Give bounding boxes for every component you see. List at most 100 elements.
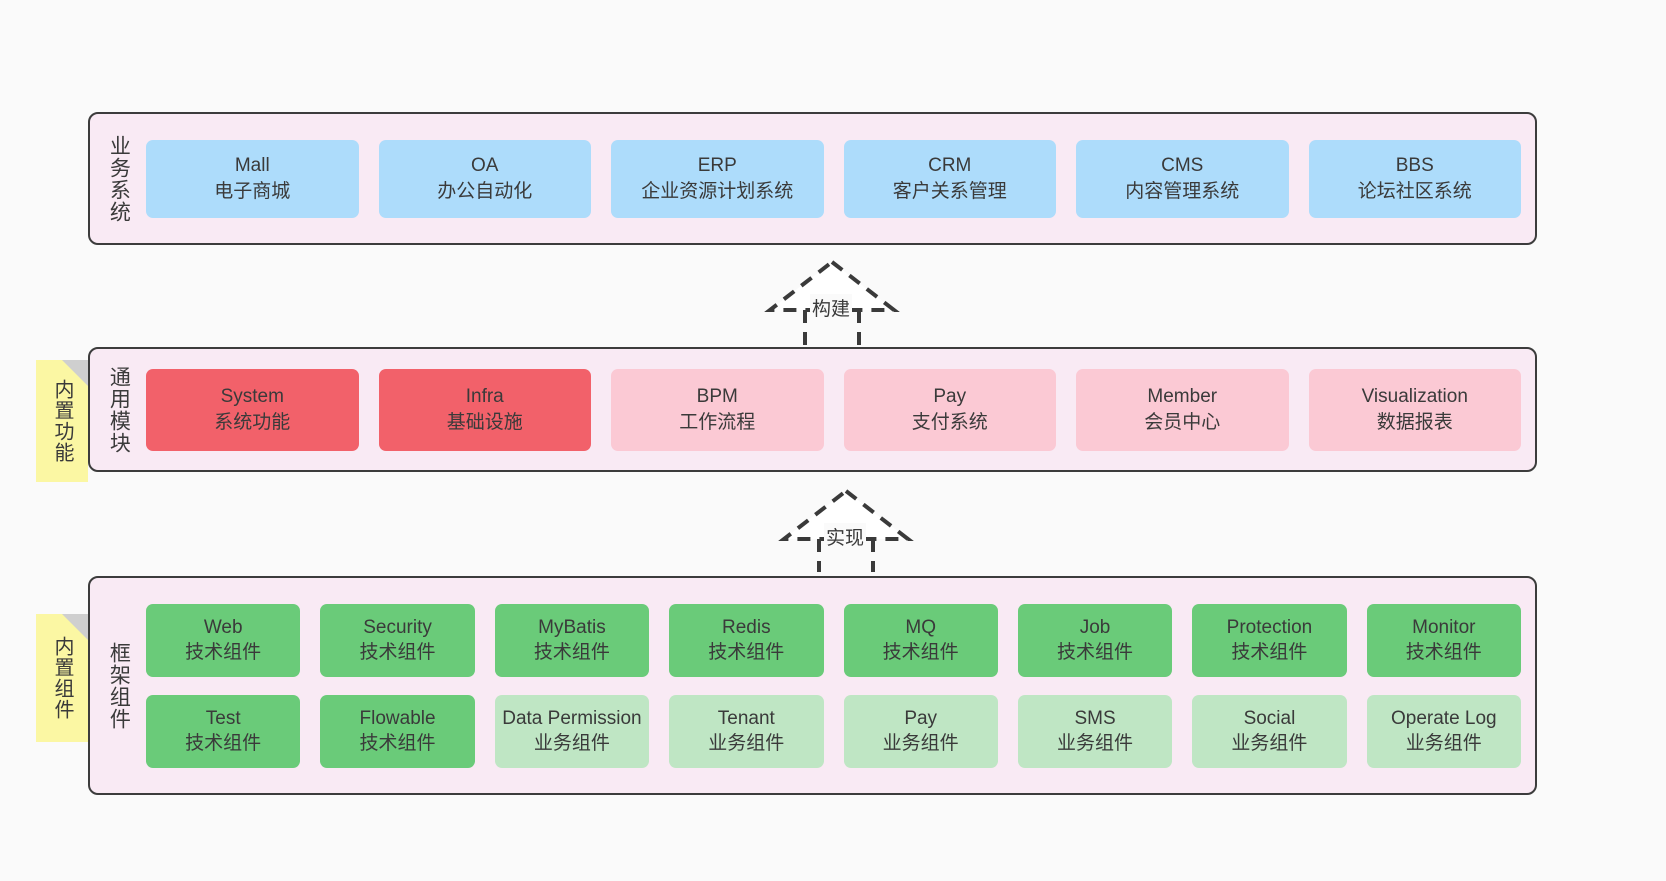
node-subtitle: 内容管理系统 (1125, 180, 1240, 202)
node-name: CRM (928, 155, 972, 177)
node-subtitle: 数据报表 (1376, 411, 1453, 433)
node-subtitle: 技术组件 (1057, 642, 1134, 663)
node-name: Data Permission (502, 707, 642, 729)
node-member[interactable]: Member 会员中心 (1076, 368, 1289, 451)
node-subtitle: 业务组件 (882, 733, 959, 754)
node-subtitle: 会员中心 (1144, 411, 1221, 433)
node-system[interactable]: System 系统功能 (146, 368, 359, 451)
node-subtitle: 业务组件 (1405, 733, 1482, 754)
connector-build-stem (803, 310, 861, 348)
node-visualization[interactable]: Visualization 数据报表 (1308, 368, 1521, 451)
node-data-permission[interactable]: Data Permission 业务组件 (494, 694, 650, 768)
sticky-note-builtin-components: 内置组件 (36, 614, 88, 742)
node-test[interactable]: Test 技术组件 (146, 694, 301, 768)
node-name: Flowable (359, 707, 436, 729)
layer-framework-component-title: 框架组件 (107, 641, 131, 730)
connector-build-label: 构建 (810, 294, 853, 321)
node-name: Protection (1226, 616, 1313, 638)
node-subtitle: 业务组件 (708, 733, 785, 754)
node-name: BPM (696, 386, 738, 408)
node-name: Pay (933, 386, 967, 408)
node-subtitle: 电子商城 (214, 180, 291, 202)
node-subtitle: 支付系统 (911, 411, 988, 433)
node-name: Member (1147, 386, 1218, 408)
node-subtitle: 技术组件 (185, 733, 262, 754)
node-name: MQ (905, 616, 936, 638)
layer-business-system-title: 业务系统 (107, 134, 131, 223)
sticky-note-builtin-features: 内置功能 (36, 360, 88, 482)
node-social[interactable]: Social 业务组件 (1192, 694, 1347, 768)
node-pay[interactable]: Pay 支付系统 (843, 368, 1056, 451)
node-subtitle: 业务组件 (1057, 733, 1134, 754)
node-bbs[interactable]: BBS 论坛社区系统 (1308, 139, 1521, 218)
node-pay[interactable]: Pay 业务组件 (843, 694, 998, 768)
node-subtitle: 技术组件 (1231, 642, 1308, 663)
node-subtitle: 技术组件 (185, 642, 262, 663)
node-name: Test (205, 707, 241, 729)
connector-build: 构建 (752, 258, 912, 348)
node-name: SMS (1074, 707, 1116, 729)
node-sms[interactable]: SMS 业务组件 (1017, 694, 1173, 768)
node-subtitle: 论坛社区系统 (1357, 180, 1472, 202)
node-mall[interactable]: Mall 电子商城 (146, 139, 359, 218)
node-mq[interactable]: MQ 技术组件 (843, 603, 998, 677)
node-subtitle: 技术组件 (882, 642, 959, 663)
node-cms[interactable]: CMS 内容管理系统 (1076, 139, 1289, 218)
sticky-note-builtin-features-label: 内置功能 (51, 379, 73, 463)
node-subtitle: 客户关系管理 (892, 180, 1007, 202)
node-monitor[interactable]: Monitor 技术组件 (1366, 603, 1521, 677)
node-name: Redis (722, 616, 771, 638)
sticky-fold-corner (62, 614, 88, 640)
node-name: BBS (1395, 155, 1434, 177)
connector-implement-label: 实现 (824, 523, 867, 550)
node-bpm[interactable]: BPM 工作流程 (611, 368, 824, 451)
node-subtitle: 业务组件 (533, 733, 610, 754)
node-protection[interactable]: Protection 技术组件 (1192, 603, 1347, 677)
node-subtitle: 技术组件 (1405, 642, 1482, 663)
node-name: Visualization (1361, 386, 1468, 408)
node-name: ERP (697, 155, 737, 177)
node-subtitle: 技术组件 (359, 642, 436, 663)
node-name: Tenant (717, 707, 775, 729)
sticky-note-builtin-components-label: 内置组件 (51, 636, 73, 720)
layer-common-module-title: 通用模块 (107, 365, 131, 454)
node-tenant[interactable]: Tenant 业务组件 (669, 694, 824, 768)
node-crm[interactable]: CRM 客户关系管理 (843, 139, 1056, 218)
node-name: CMS (1161, 155, 1204, 177)
connector-implement: 实现 (766, 487, 926, 572)
node-name: OA (471, 155, 499, 177)
node-name: Mall (234, 155, 270, 177)
node-flowable[interactable]: Flowable 技术组件 (320, 694, 475, 768)
node-name: Social (1243, 707, 1296, 729)
node-name: Pay (904, 707, 938, 729)
node-subtitle: 工作流程 (679, 411, 756, 433)
connector-implement-stem (817, 539, 875, 572)
node-subtitle: 技术组件 (359, 733, 436, 754)
node-name: Monitor (1412, 616, 1476, 638)
node-subtitle: 基础设施 (446, 411, 523, 433)
sticky-fold-corner (62, 360, 88, 386)
node-subtitle: 系统功能 (214, 411, 291, 433)
node-subtitle: 业务组件 (1231, 733, 1308, 754)
node-name: System (220, 386, 284, 408)
